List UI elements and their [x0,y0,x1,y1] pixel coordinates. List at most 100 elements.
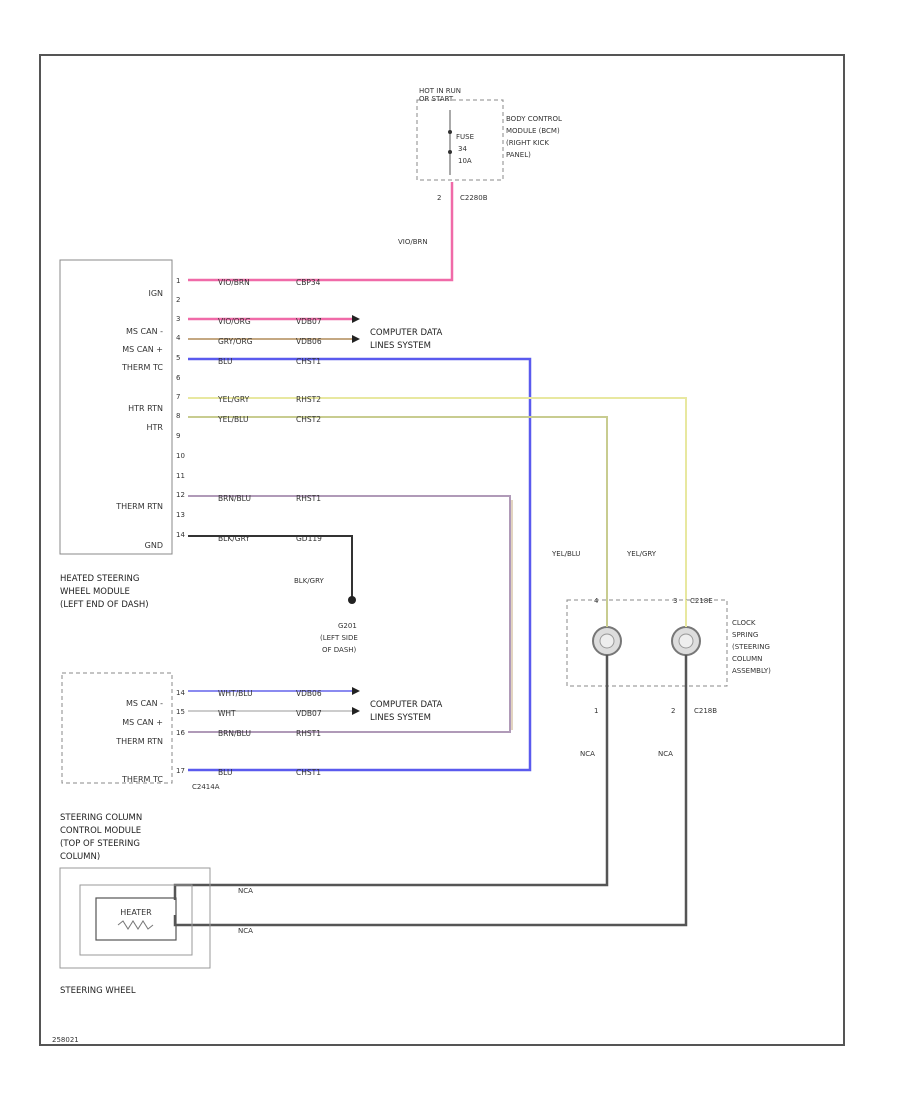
sccm-wire-17-circuit: CHST1 [296,768,321,777]
wire-nca-left [173,655,609,900]
sccm-wire-16-color: BRN/BLU [218,729,251,738]
hswm-pin-2: 2 [176,296,180,304]
wire-therm-tc-blu [188,357,532,772]
heater-label: HEATER [120,908,152,917]
arrow-icon [352,707,360,715]
hswm-pin-11: 11 [176,472,185,480]
bcm-fuse-node [448,130,452,134]
steering-wheel-outer-box [59,867,211,969]
hswm-pin-5: 5 [176,354,180,362]
figure-id: 258021 [52,1036,79,1044]
hswm-pin-8: 8 [176,412,180,420]
hswm-pin-9: 9 [176,432,180,440]
sccm-name-1: STEERING COLUMN [60,813,142,823]
clockspring-top-pin-right: 3 [673,597,677,605]
wire-7-color: YEL/GRY [217,395,250,404]
bcm-desc-3: (RIGHT KICK [506,139,549,147]
wire-1-color: VIO/BRN [218,278,250,287]
cdls-1-line-2: LINES SYSTEM [370,341,431,351]
bcm-box [416,99,504,181]
bcm-wire-label: VIO/BRN [398,238,428,246]
hswm-name-3: (LEFT END OF DASH) [60,600,149,610]
steering-wheel-inner-box [79,884,193,956]
hswm-pin-3: 3 [176,315,180,323]
arrow-icon [352,315,360,323]
sccm-label-therm-rtn: THERM RTN [115,737,163,746]
wire-4-circuit: VDB06 [296,337,322,346]
heater-box [95,897,177,941]
wire-5-color: BLU [218,357,232,366]
sccm-name-3: (TOP OF STEERING [60,839,140,849]
bcm-fuse-number: 34 [458,145,467,153]
clockspring-name-4: COLUMN [732,655,762,663]
heater-wire-2: NCA [238,927,253,935]
clockspring-name-1: CLOCK [732,619,756,627]
wire-1-circuit: CBP34 [296,278,321,287]
wire-7-circuit: RHST2 [296,395,321,404]
clockspring-wire-left: YEL/BLU [551,550,580,558]
sccm-pin-15: 15 [176,708,185,716]
ground-loc-2: OF DASH) [322,646,357,654]
sccm-wire-14-color: WHT/BLU [218,689,253,698]
wire-14-circuit: GD119 [296,534,322,543]
hswm-box [59,259,173,555]
clockspring-name-2: SPRING [732,631,758,639]
hswm-pin-14: 14 [176,531,185,539]
hswm-label-htr-rtn: HTR RTN [128,404,163,413]
wire-8-circuit: CHST2 [296,415,321,424]
clockspring-bottom-pin-left: 1 [594,707,598,715]
arrow-icon [352,687,360,695]
clockspring-top-connector: C218E [690,597,713,605]
bcm-pin: 2 [437,194,441,202]
ground-icon [348,596,356,604]
sccm-wire-16-circuit: RHST1 [296,729,321,738]
bcm-desc-1: BODY CONTROL [506,115,562,123]
wire-htr-rtn-yel-gry [188,397,687,600]
hswm-pin-7: 7 [176,393,180,401]
sccm-connector: C2414A [192,783,220,791]
wire-therm-rtn-brn-blu [188,495,511,733]
diagram-frame [39,54,845,1046]
sccm-wire-15-circuit: VDB07 [296,709,322,718]
wire-12-color: BRN/BLU [218,494,251,503]
clockspring-coil-right-inner [678,633,694,649]
sccm-wire-15-color: WHT [218,709,236,718]
steering-wheel-label: STEERING WHEEL [60,986,136,996]
sccm-pin-14: 14 [176,689,185,697]
hswm-pin-12: 12 [176,491,185,499]
ground-id: G201 [338,622,357,630]
wire-12-circuit: RHST1 [296,494,321,503]
ground-loc-1: (LEFT SIDE [320,634,358,642]
hswm-label-therm-tc: THERM TC [121,363,163,372]
heater-wire-1: NCA [238,887,253,895]
wire-5-circuit: CHST1 [296,357,321,366]
ground-wire-label: BLK/GRY [294,577,324,585]
clockspring-box [566,599,728,687]
sccm-label-therm-tc: THERM TC [121,775,163,784]
wire-8-color: YEL/BLU [217,415,248,424]
hswm-label-therm-rtn: THERM RTN [115,502,163,511]
wire-3-circuit: VDB07 [296,317,322,326]
hswm-label-ign: IGN [148,289,163,298]
wire-3-color: VIO/ORG [218,317,251,326]
sccm-pin-16: 16 [176,729,185,737]
sccm-name-4: COLUMN) [60,852,100,862]
sccm-name-2: CONTROL MODULE [60,826,141,836]
wire-4-color: GRY/ORG [218,337,253,346]
wire-htr-yel-blu [188,416,608,600]
bcm-fuse-label: FUSE [456,133,474,141]
wire-14-color: BLK/GRY [218,534,250,543]
hswm-label-ms-can-plus: MS CAN + [122,345,163,354]
bcm-hot-in-run: HOT IN RUN [419,87,461,95]
sccm-box [61,672,173,784]
clockspring-top-pin-left: 4 [594,597,599,605]
bcm-desc-2: MODULE (BCM) [506,127,560,135]
hswm-label-ms-can-minus: MS CAN - [126,327,163,336]
clockspring-wire-right: YEL/GRY [626,550,657,558]
wire-ign-vio-brn [188,182,454,282]
arrow-icon [352,335,360,343]
clockspring-name-5: ASSEMBLY) [732,667,771,675]
sccm-label-ms-can-minus: MS CAN - [126,699,163,708]
hswm-label-htr: HTR [147,423,164,432]
